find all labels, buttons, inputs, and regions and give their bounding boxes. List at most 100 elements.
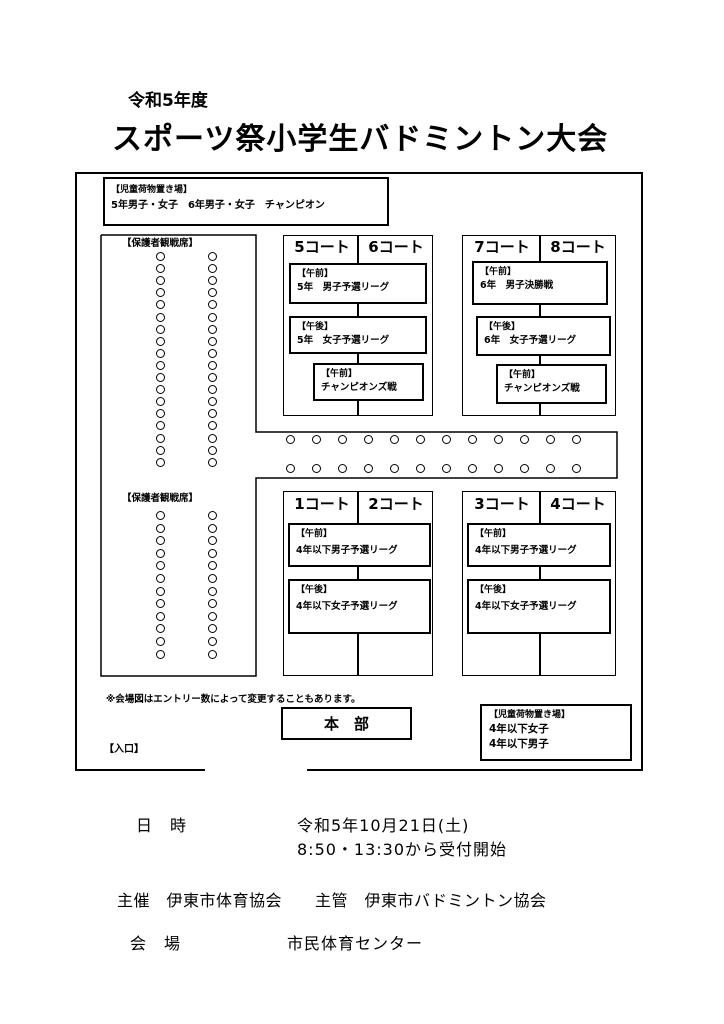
- spectator-seat: [416, 435, 425, 444]
- session-event: 4年以下男子予選リーグ: [475, 545, 577, 556]
- spectator-seat: [208, 397, 217, 407]
- spectator-seat: [520, 464, 529, 473]
- spectator-seat: [208, 288, 217, 298]
- layout-note: ※会場図はエントリー数によって変更することもあります。: [106, 694, 361, 705]
- session-time: 【午前】: [297, 269, 334, 279]
- spectator-seat: [156, 523, 165, 533]
- spectator-seat: [156, 264, 165, 274]
- spectator-seat: [208, 637, 217, 646]
- spectator-seat: [208, 336, 217, 346]
- spectator-seat: [468, 464, 477, 473]
- date-value: 令和5年10月21日(土): [297, 816, 470, 835]
- session-event: 4年以下男子予選リーグ: [296, 545, 398, 556]
- session-box: 【午前】 4年以下男子予選リーグ: [467, 523, 611, 567]
- spectator-seat: [156, 599, 165, 609]
- spectator-seat: [208, 421, 217, 431]
- spectator-seat: [208, 649, 217, 659]
- spectator-seat: [468, 435, 477, 444]
- venue-bottom-wall-right: [307, 769, 643, 771]
- spectator-seat: [208, 312, 217, 322]
- spectator-seat: [156, 288, 165, 298]
- entrance-label: 【入口】: [104, 744, 144, 755]
- organizer-line: 主催 伊東市体育協会 主管 伊東市バドミントン協会: [117, 891, 547, 910]
- spectator-seat: [156, 548, 165, 558]
- court-2-label: 2コート: [368, 495, 424, 513]
- spectator-seat: [390, 435, 399, 444]
- spectator-seat: [494, 435, 503, 444]
- spectator-seat: [546, 464, 555, 473]
- spectator-seat: [208, 548, 217, 558]
- spectator-seat: [156, 336, 165, 346]
- spectator-seat: [208, 385, 217, 395]
- spectator-seat: [494, 464, 503, 473]
- session-box: 【午前】 6年 男子決勝戦: [472, 261, 608, 305]
- spectator-seat: [208, 586, 217, 596]
- session-time: 【午後】: [296, 585, 333, 595]
- spectator-seat: [312, 464, 321, 473]
- spectator-seat: [208, 348, 217, 358]
- event-title: スポーツ祭小学生バドミントン大会: [112, 122, 609, 157]
- spectator-seat: [208, 457, 217, 467]
- session-box: 【午前】 5年 男子予選リーグ: [289, 263, 427, 304]
- event-year: 令和5年度: [128, 91, 208, 111]
- spectator-seat: [156, 373, 165, 382]
- spectator-seat: [546, 435, 555, 444]
- court-5-label: 5コート: [294, 238, 350, 256]
- kids-storage-top: 【児童荷物置き場】 5年男子・女子 6年男子・女子 チャンピオン: [103, 177, 389, 226]
- spectator-seat: [208, 373, 217, 382]
- session-event: 4年以下女子予選リーグ: [296, 601, 398, 612]
- session-event: チャンピオンズ戦: [321, 382, 397, 393]
- spectator-seat: [156, 300, 165, 310]
- spectator-seat: [208, 523, 217, 533]
- spectator-seat: [208, 324, 217, 334]
- spectator-seat: [156, 421, 165, 431]
- session-time: 【午後】: [297, 322, 334, 332]
- spectator-seat: [208, 574, 217, 583]
- session-time: 【午前】: [480, 267, 517, 277]
- spectator-seat: [338, 435, 347, 444]
- spectator-seat: [156, 312, 165, 322]
- spectator-seat: [208, 445, 217, 455]
- spectator-seat: [156, 397, 165, 407]
- spectator-seat: [572, 435, 581, 444]
- spectator-seat: [364, 464, 373, 473]
- spectator-seat: [156, 252, 165, 261]
- spectator-seat: [286, 464, 295, 473]
- spectator-seat: [156, 409, 165, 419]
- session-event: チャンピオンズ戦: [504, 383, 580, 394]
- spectator-seat: [390, 464, 399, 473]
- kids-storage-bottom-line: 4年以下女子: [489, 723, 549, 735]
- spectator-seat: [156, 348, 165, 358]
- session-time: 【午後】: [484, 322, 521, 332]
- spectator-seat: [442, 435, 451, 444]
- spectator-seat: [156, 611, 165, 621]
- spectator-seat: [338, 464, 347, 473]
- venue-value: 市民体育センター: [287, 934, 424, 953]
- spectator-seat: [156, 433, 165, 443]
- venue-label: 会 場: [130, 934, 182, 953]
- spectator-seat: [208, 300, 217, 310]
- session-box: 【午前】 チャンピオンズ戦: [496, 364, 607, 404]
- spectator-seat: [208, 409, 217, 419]
- kids-storage-top-body: 5年男子・女子 6年男子・女子 チャンピオン: [111, 200, 325, 211]
- spectator-seat: [416, 464, 425, 473]
- session-event: 4年以下女子予選リーグ: [475, 601, 577, 612]
- spectator-seat: [156, 276, 165, 286]
- spectator-seat: [156, 574, 165, 583]
- spectator-seat: [156, 385, 165, 395]
- kids-storage-bottom-line: 4年以下男子: [489, 738, 549, 750]
- spectator-seat: [156, 624, 165, 634]
- session-box: 【午後】 4年以下女子予選リーグ: [467, 579, 611, 634]
- session-box: 【午後】 5年 女子予選リーグ: [289, 316, 427, 354]
- spectator-seat: [364, 435, 373, 444]
- session-box: 【午前】 チャンピオンズ戦: [313, 363, 424, 401]
- court-4-label: 4コート: [550, 495, 606, 513]
- spectator-seat: [156, 457, 165, 467]
- spectator-seat: [208, 511, 217, 520]
- spectator-seat: [156, 324, 165, 334]
- kids-storage-bottom-title: 【児童荷物置き場】: [489, 710, 571, 720]
- session-time: 【午前】: [296, 529, 333, 539]
- court-7-label: 7コート: [474, 238, 530, 256]
- spectator-seat: [156, 360, 165, 370]
- spectator-seat: [442, 464, 451, 473]
